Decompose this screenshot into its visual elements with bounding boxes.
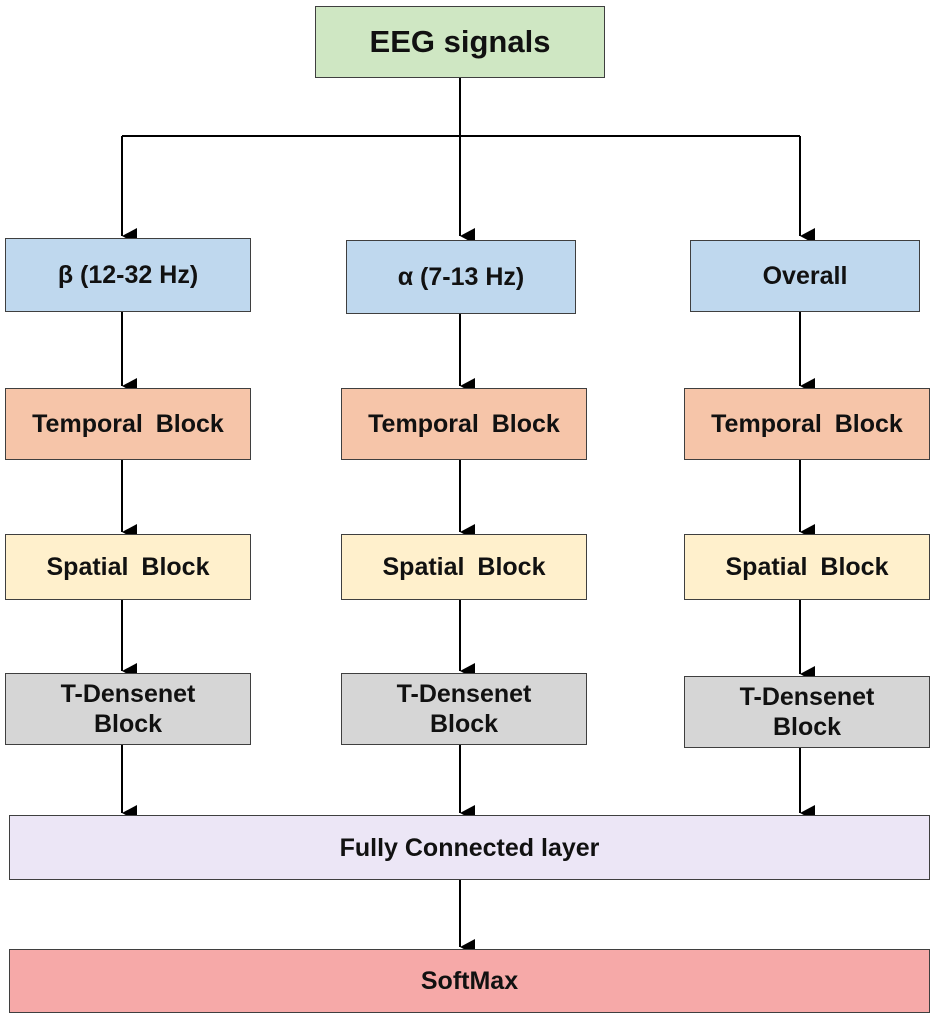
t-densenet-block-overall: T-Densenet Block <box>684 676 930 748</box>
t-densenet-label-line1: T-Densenet <box>739 683 875 711</box>
eeg-signals-label: EEG signals <box>369 24 551 60</box>
t-densenet-label-line1: T-Densenet <box>396 680 532 708</box>
softmax-label: SoftMax <box>420 967 519 995</box>
temporal-block-alpha: Temporal Block <box>341 388 587 460</box>
temporal-block-beta: Temporal Block <box>5 388 251 460</box>
overall-band-box: Overall <box>690 240 920 312</box>
t-densenet-label-line2: Block <box>93 710 163 738</box>
temporal-block-label: Temporal Block <box>32 410 224 438</box>
beta-band-label: β (12-32 Hz) <box>57 261 199 289</box>
temporal-block-label: Temporal Block <box>711 410 903 438</box>
t-densenet-block-alpha: T-Densenet Block <box>341 673 587 745</box>
spatial-block-beta: Spatial Block <box>5 534 251 600</box>
temporal-block-label: Temporal Block <box>368 410 560 438</box>
temporal-block-overall: Temporal Block <box>684 388 930 460</box>
softmax-box: SoftMax <box>9 949 930 1013</box>
spatial-block-label: Spatial Block <box>725 553 889 581</box>
fully-connected-label: Fully Connected layer <box>339 833 600 862</box>
t-densenet-label-line1: T-Densenet <box>60 680 196 708</box>
fully-connected-layer-box: Fully Connected layer <box>9 815 930 880</box>
spatial-block-label: Spatial Block <box>382 553 546 581</box>
spatial-block-label: Spatial Block <box>46 553 210 581</box>
alpha-band-label: α (7-13 Hz) <box>397 263 525 291</box>
spatial-block-overall: Spatial Block <box>684 534 930 600</box>
alpha-band-box: α (7-13 Hz) <box>346 240 576 314</box>
spatial-block-alpha: Spatial Block <box>341 534 587 600</box>
t-densenet-label-line2: Block <box>772 713 842 741</box>
t-densenet-label-line2: Block <box>429 710 499 738</box>
beta-band-box: β (12-32 Hz) <box>5 238 251 312</box>
eeg-signals-box: EEG signals <box>315 6 605 78</box>
overall-band-label: Overall <box>762 262 848 290</box>
t-densenet-block-beta: T-Densenet Block <box>5 673 251 745</box>
